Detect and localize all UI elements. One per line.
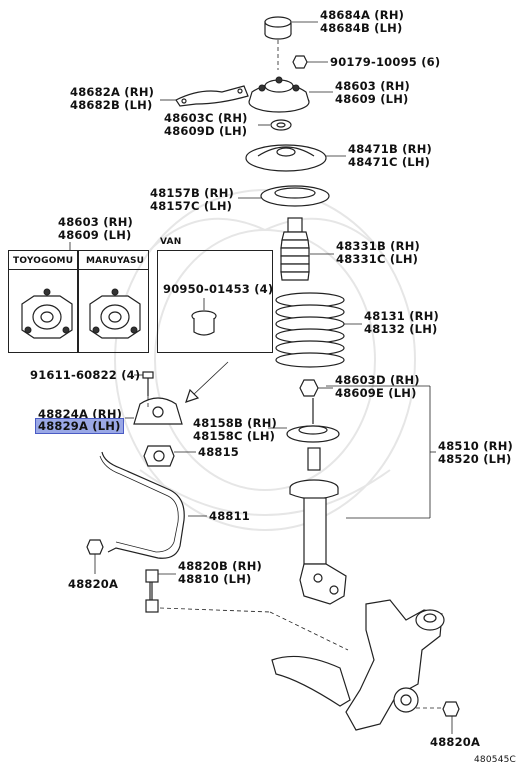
van-arrow [185,361,229,403]
label-48603c: 48603C (RH) [164,111,248,125]
bracket-48682 [175,85,249,107]
label-48510: 48510 (RH) [438,439,514,453]
catalog-number: 480545C [474,755,517,765]
label-48811: 48811 [209,509,251,523]
seat-48157 [260,185,330,207]
label-48158b: 48158B (RH) [193,416,277,430]
box-van-title: VAN [160,237,182,247]
label-48829a: 48829A (LH) [35,418,124,434]
support-48603 [248,76,310,113]
cap-48684 [264,16,292,40]
label-91611: 91611-60822 (4) [30,368,141,382]
label-48331b: 48331B (RH) [336,239,420,253]
label-48157b: 48157B (RH) [150,186,234,200]
label-48820b: 48820B (RH) [178,559,262,573]
label-48157c: 48157C (LH) [150,199,233,213]
label-48471c: 48471C (LH) [348,155,431,169]
bolt-91611 [142,371,154,396]
label-48603d: 48603D (RH) [335,373,420,387]
watermark-emblem [114,189,416,531]
insulator-48471 [245,144,327,172]
label-48810: 48810 (LH) [178,572,252,586]
nut-48603d [299,379,319,397]
label-48331c: 48331C (LH) [336,252,419,266]
box-maruyasu-title: MARUYASU [86,256,145,266]
washer-48603c [270,119,292,131]
label-48471b: 48471B (RH) [348,142,432,156]
label-48158c: 48158C (LH) [193,429,276,443]
label-48815: 48815 [198,445,240,459]
shock-48510 [289,447,347,605]
label-48609: 48609 (LH) [335,92,409,106]
label-90950: 90950-01453 (4) [163,282,274,296]
label-48609d: 48609D (LH) [164,124,248,138]
label-48684b: 48684B (LH) [320,21,403,35]
seat-48158 [286,398,340,443]
label-48820a-left: 48820A [68,577,119,591]
label-48820a-right: 48820A [430,735,481,749]
box-van [157,250,273,353]
bushing-48815 [143,445,175,467]
nut-90179 [292,55,308,69]
label-48609-box: 48609 (LH) [58,228,132,242]
label-48132: 48132 (LH) [364,322,438,336]
steering-knuckle [271,599,445,731]
label-48609e: 48609E (LH) [335,386,417,400]
label-48603-box: 48603 (RH) [58,215,134,229]
nut-48820a-left [86,539,104,555]
plug-90950 [191,310,217,336]
box-toyogomu-title: TOYOGOMU [13,256,74,266]
nut-48820a-right [442,701,460,717]
label-48682a: 48682A (RH) [70,85,155,99]
spring-48131 [275,292,345,368]
stabilizer-bar-48811 [99,451,185,559]
bumper-48331 [280,217,310,281]
label-48682b: 48682B (LH) [70,98,153,112]
label-90179: 90179-10095 (6) [330,55,441,69]
label-48520: 48520 (LH) [438,452,512,466]
label-48603: 48603 (RH) [335,79,411,93]
label-48684a: 48684A (RH) [320,8,405,22]
bracket-48824a [133,397,183,425]
label-48131: 48131 (RH) [364,309,440,323]
label-48829a-highlight: 48829A (LH) [35,418,124,434]
box-toyogomu: TOYOGOMU [8,250,79,353]
box-maruyasu: MARUYASU [77,250,149,353]
mount-maruyasu [89,288,141,339]
label-48824a: 48824A (RH) [38,407,123,421]
mount-toyogomu [21,288,73,339]
link-48820b [145,569,159,613]
